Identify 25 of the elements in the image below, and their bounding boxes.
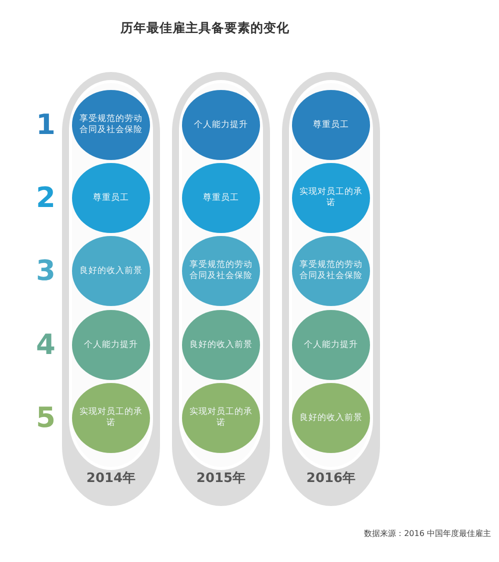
title: 历年最佳雇主具备要素的变化 bbox=[120, 20, 290, 37]
factor-text: 享受规范的劳动合同及社会保险 bbox=[78, 114, 144, 136]
rank-number: 4 bbox=[36, 330, 56, 360]
factor-text: 良好的收入前景 bbox=[80, 266, 142, 276]
year-label: 2016年 bbox=[305, 470, 357, 487]
factor-text: 良好的收入前景 bbox=[300, 412, 362, 424]
rank-number: 3 bbox=[36, 256, 56, 286]
factor-text: 尊重员工 bbox=[203, 192, 239, 204]
rank-number: 5 bbox=[36, 403, 56, 433]
factor-text: 尊重员工 bbox=[93, 192, 129, 204]
source-note: 数据来源：2016 中国年度最佳雇主 bbox=[364, 528, 491, 539]
factor-text: 个人能力提升 bbox=[304, 340, 358, 350]
factor-text: 实现对员工的承诺 bbox=[78, 407, 144, 429]
year-label: 2014年 bbox=[85, 470, 137, 487]
rank-number: 1 bbox=[36, 110, 56, 140]
factor-text: 个人能力提升 bbox=[194, 120, 248, 130]
factor-text: 享受规范的劳动合同及社会保险 bbox=[298, 260, 364, 282]
factor-text: 实现对员工的承诺 bbox=[188, 407, 254, 429]
rank-number: 2 bbox=[36, 183, 56, 213]
factor-text: 良好的收入前景 bbox=[190, 340, 252, 350]
factor-text: 个人能力提升 bbox=[84, 340, 138, 350]
factor-text: 享受规范的劳动合同及社会保险 bbox=[188, 260, 254, 282]
factor-text: 实现对员工的承诺 bbox=[298, 187, 364, 209]
factor-text: 尊重员工 bbox=[313, 120, 349, 130]
year-label: 2015年 bbox=[195, 470, 247, 487]
